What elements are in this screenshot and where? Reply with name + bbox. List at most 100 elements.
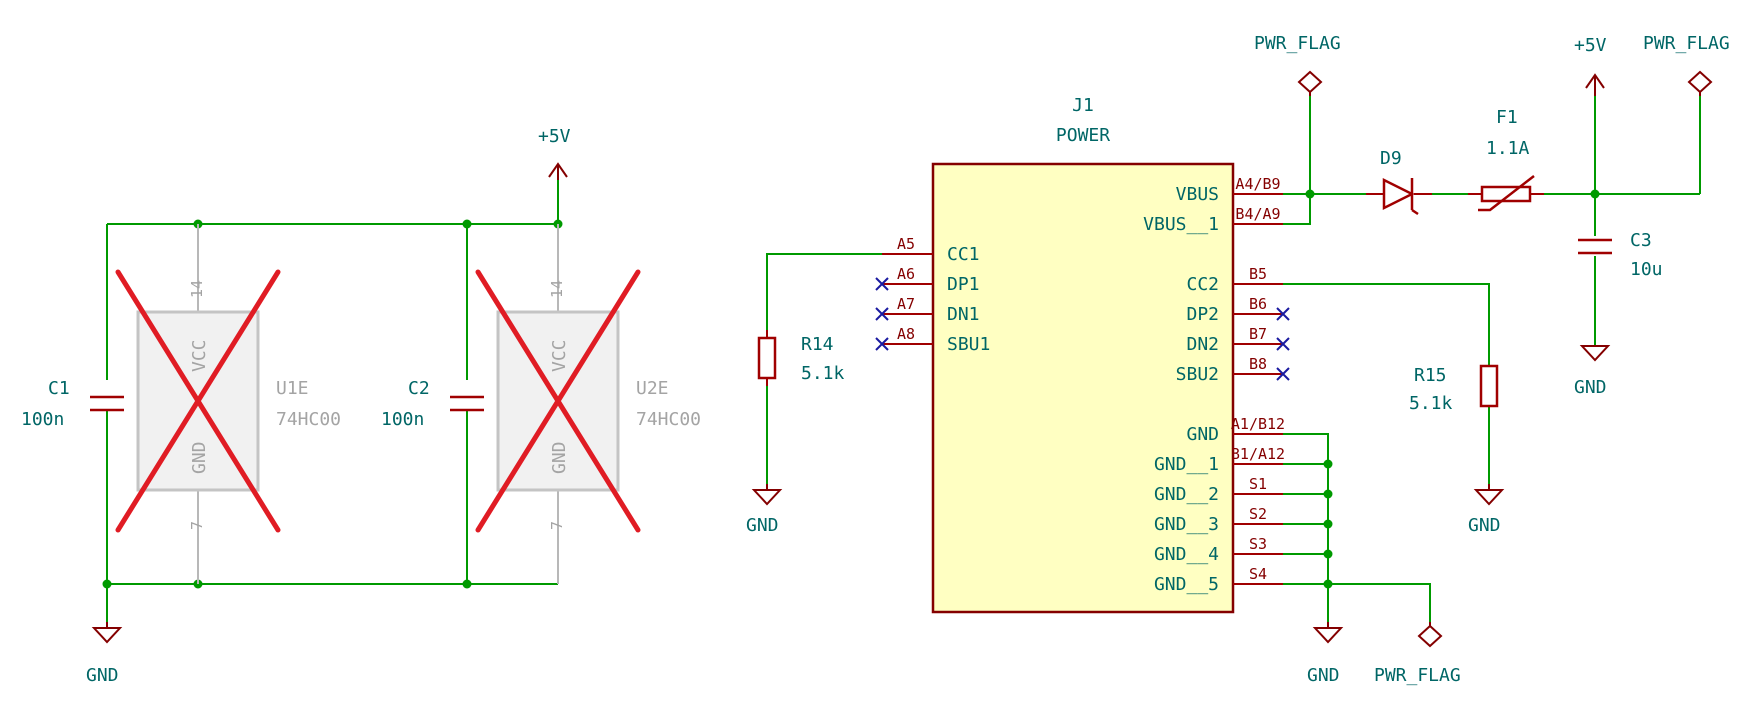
fuse-f1: F1 1.1A — [1468, 107, 1544, 212]
gnd-r15-label: GND — [1468, 515, 1501, 536]
dnp-cross-u1 — [115, 269, 281, 533]
gnd-label: GND — [86, 665, 119, 686]
u2-value: 74HC00 — [636, 409, 701, 430]
no-connect-marker — [1276, 337, 1290, 351]
resistor-r14: R14 5.1k — [757, 330, 845, 386]
j1-pin-name: DP1 — [947, 274, 980, 295]
cc2-wire — [1283, 283, 1490, 366]
f1-value: 1.1A — [1486, 138, 1530, 159]
gnd-j1-label: GND — [1307, 665, 1340, 686]
junction-dot — [462, 219, 472, 229]
gnd-symbol-c3: GND — [1574, 345, 1611, 398]
u2-pin-gnd: GND — [549, 441, 570, 474]
ic-u1e: 14 7 VCC GND U1E 74HC00 — [115, 224, 341, 584]
capacitor-c3: C3 10u — [1578, 230, 1663, 280]
j1-pin-number: S4 — [1249, 565, 1267, 583]
r15-value: 5.1k — [1409, 393, 1453, 414]
junction-dot — [1323, 519, 1333, 529]
j1-pin-name: GND__4 — [1154, 544, 1219, 565]
no-connect-marker — [1276, 367, 1290, 381]
j1-pin-name: SBU1 — [947, 334, 990, 355]
u1-pin-num-gnd: 7 — [188, 521, 206, 530]
no-connect-marker — [875, 277, 889, 291]
c2-ref: C2 — [408, 378, 430, 399]
j1-pin-number: B4/A9 — [1235, 205, 1280, 223]
gnd-r14-label: GND — [746, 515, 779, 536]
j1-pin-number: A5 — [897, 235, 915, 253]
pwr-flag-right-label: PWR_FLAG — [1643, 33, 1730, 54]
j1-pin-name: CC1 — [947, 244, 980, 265]
j1-gnd-pin-wires — [1283, 463, 1328, 585]
junction-dot — [1305, 189, 1315, 199]
gnd-c3-label: GND — [1574, 377, 1607, 398]
u2-pin-num-vcc: 14 — [548, 280, 566, 298]
gnd-symbol-r15: GND — [1468, 484, 1505, 536]
no-connect-marker — [1276, 307, 1290, 321]
resistor-r15: R15 5.1k — [1409, 364, 1499, 414]
pwr-flag-top-label: PWR_FLAG — [1254, 33, 1341, 54]
u1-pin-vcc: VCC — [189, 339, 210, 372]
j1-pin-number: B5 — [1249, 265, 1267, 283]
r15-ref: R15 — [1414, 365, 1447, 386]
junction-dot — [1323, 579, 1333, 589]
j1-right-pins: A4/B9VBUSB4/A9VBUS__1B5CC2B6DP2B7DN2B8SB… — [1143, 175, 1290, 595]
no-connect-marker — [875, 307, 889, 321]
j1-pin-name: VBUS__1 — [1143, 214, 1219, 235]
j1-pin-number: A7 — [897, 295, 915, 313]
j1-pin-number: S2 — [1249, 505, 1267, 523]
c2-value: 100n — [381, 409, 424, 430]
j1-pin-name: DN1 — [947, 304, 980, 325]
j1-pin-number: A4/B9 — [1235, 175, 1280, 193]
c1-value: 100n — [21, 409, 64, 430]
cc1-wire — [766, 253, 882, 338]
j1-pin-number: S1 — [1249, 475, 1267, 493]
j1-pin-name: VBUS — [1176, 184, 1219, 205]
j1-pin-name: GND — [1186, 424, 1219, 445]
j1-value: POWER — [1056, 125, 1110, 146]
j1-body — [931, 162, 1235, 614]
pwr-flag-top: PWR_FLAG — [1254, 33, 1341, 96]
pwr-flag-bottom-label: PWR_FLAG — [1374, 665, 1461, 686]
j1-pin-number: B1/A12 — [1231, 445, 1285, 463]
j1-pin-number: A6 — [897, 265, 915, 283]
j1-pin-number: A1/B12 — [1231, 415, 1285, 433]
pwr-flag-bottom-wire — [1328, 583, 1431, 622]
c1-ref: C1 — [48, 378, 70, 399]
capacitor-c1: C1 100n — [21, 378, 124, 430]
d9-ref: D9 — [1380, 148, 1402, 169]
gnd-symbol: GND — [86, 622, 123, 686]
plus5v-right-label: +5V — [1574, 35, 1607, 56]
decoupling-section: +5V GND C1 100n C2 100n 14 7 VCC — [21, 126, 701, 686]
plus5v-right-symbol: +5V — [1574, 35, 1607, 96]
j1-pin-number: S3 — [1249, 535, 1267, 553]
c3-ref: C3 — [1630, 230, 1652, 251]
u2-ref: U2E — [636, 378, 669, 399]
plus5v-label: +5V — [538, 126, 571, 147]
gnd-symbol-r14: GND — [746, 484, 783, 536]
junction-dot — [1323, 549, 1333, 559]
u1-value: 74HC00 — [276, 409, 341, 430]
j1-pin-name: DP2 — [1186, 304, 1219, 325]
j1-pin-name: SBU2 — [1176, 364, 1219, 385]
junction-dot — [1323, 459, 1333, 469]
vbus-wire — [1283, 193, 1366, 225]
j1-pin-name: GND__3 — [1154, 514, 1219, 535]
u1-pin-gnd: GND — [189, 441, 210, 474]
j1-pin-name: GND__5 — [1154, 574, 1219, 595]
pwr-flag-right: PWR_FLAG — [1643, 33, 1730, 96]
